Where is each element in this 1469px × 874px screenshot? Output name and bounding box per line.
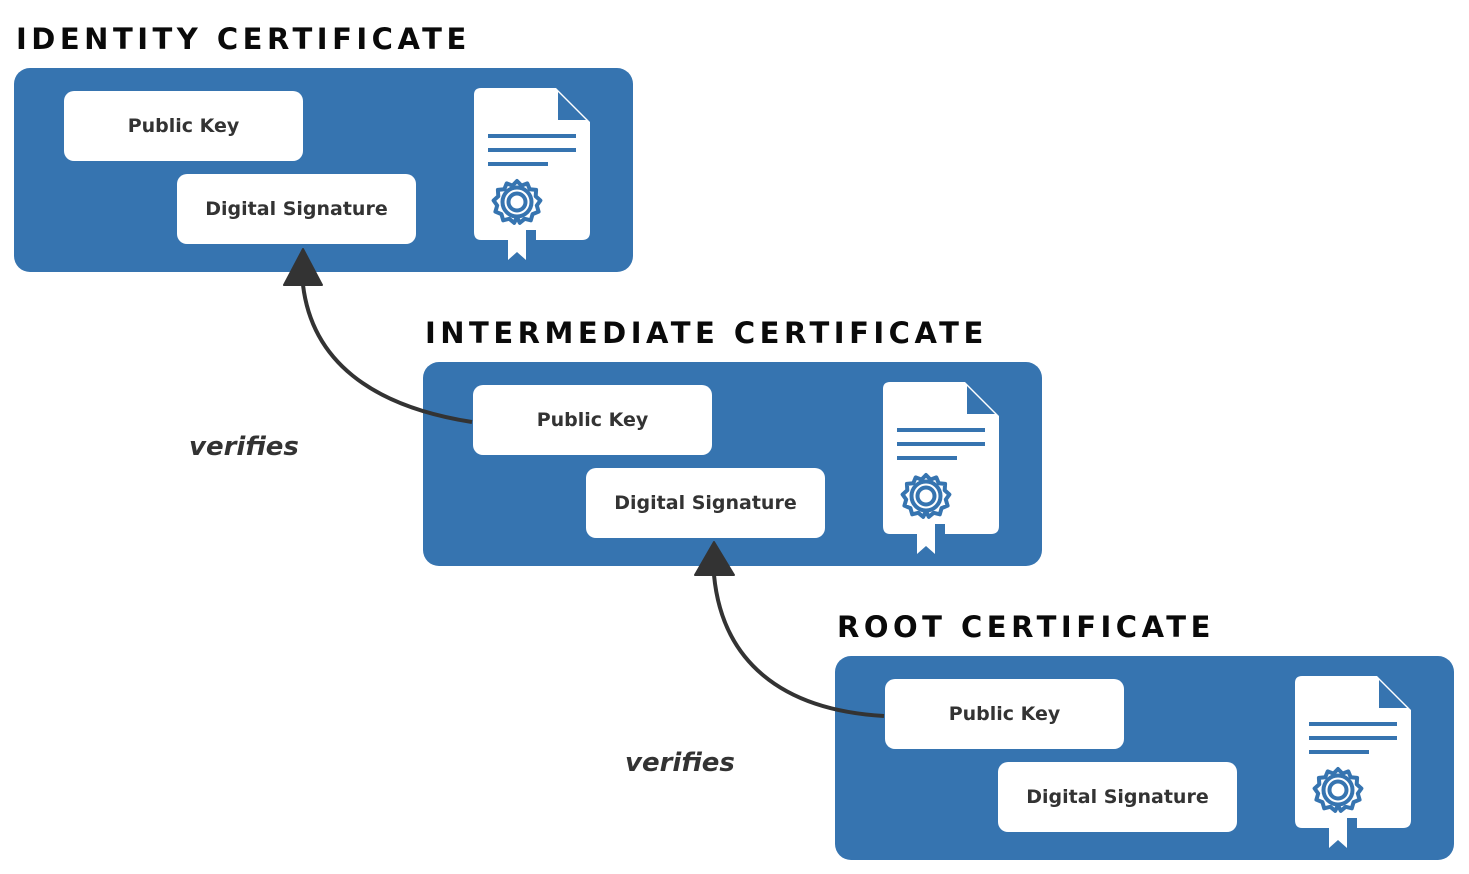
intermediate-certificate-title: INTERMEDIATE CERTIFICATE	[425, 316, 988, 350]
identity-public-key-box: Public Key	[64, 91, 303, 161]
identity-certificate-panel: Public Key Digital Signature	[14, 68, 633, 272]
identity-digital-signature-box: Digital Signature	[177, 174, 416, 244]
intermediate-certificate-panel: Public Key Digital Signature	[423, 362, 1042, 566]
intermediate-digital-signature-box: Digital Signature	[586, 468, 825, 538]
root-digital-signature-box: Digital Signature	[998, 762, 1237, 832]
verifies-label: verifies	[189, 432, 299, 462]
intermediate-public-key-box: Public Key	[473, 385, 712, 455]
verifies-label: verifies	[625, 748, 735, 778]
root-certificate-title: ROOT CERTIFICATE	[837, 610, 1215, 644]
root-certificate-panel: Public Key Digital Signature	[835, 656, 1454, 860]
verify-arrow-intermediate-to-identity	[283, 248, 473, 424]
root-public-key-box: Public Key	[885, 679, 1124, 749]
verify-arrow-root-to-intermediate	[694, 541, 885, 718]
identity-certificate-title: IDENTITY CERTIFICATE	[16, 22, 471, 56]
